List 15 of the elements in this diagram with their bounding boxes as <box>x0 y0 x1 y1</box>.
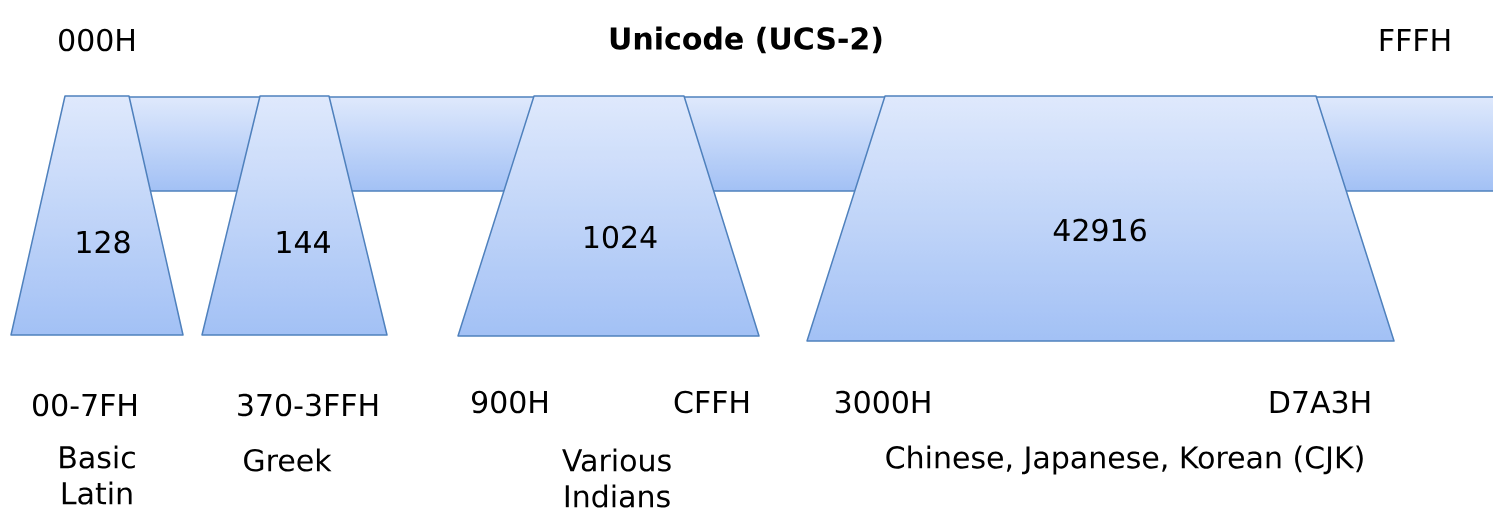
range-label: 3000H <box>835 390 930 414</box>
address-label: 000H <box>59 28 134 52</box>
address-label: FFFH <box>1380 29 1450 51</box>
range-label: D7A3H <box>1270 390 1370 414</box>
range-label: 900H <box>472 390 547 414</box>
range-label: 370-3FFH <box>238 393 378 417</box>
title: Unicode (UCS-2) <box>610 26 882 54</box>
trapezoid: 128 <box>10 95 184 336</box>
range-label: Various Indians <box>562 448 671 508</box>
range-label: Greek <box>244 448 332 472</box>
trapezoid: 42916 <box>806 95 1395 342</box>
range-label: Chinese, Japanese, Korean (CJK) <box>886 445 1363 475</box>
range-label: Basic Latin <box>60 445 135 505</box>
range-label: CFFH <box>674 390 749 414</box>
range-label: 00-7FH <box>33 393 136 417</box>
